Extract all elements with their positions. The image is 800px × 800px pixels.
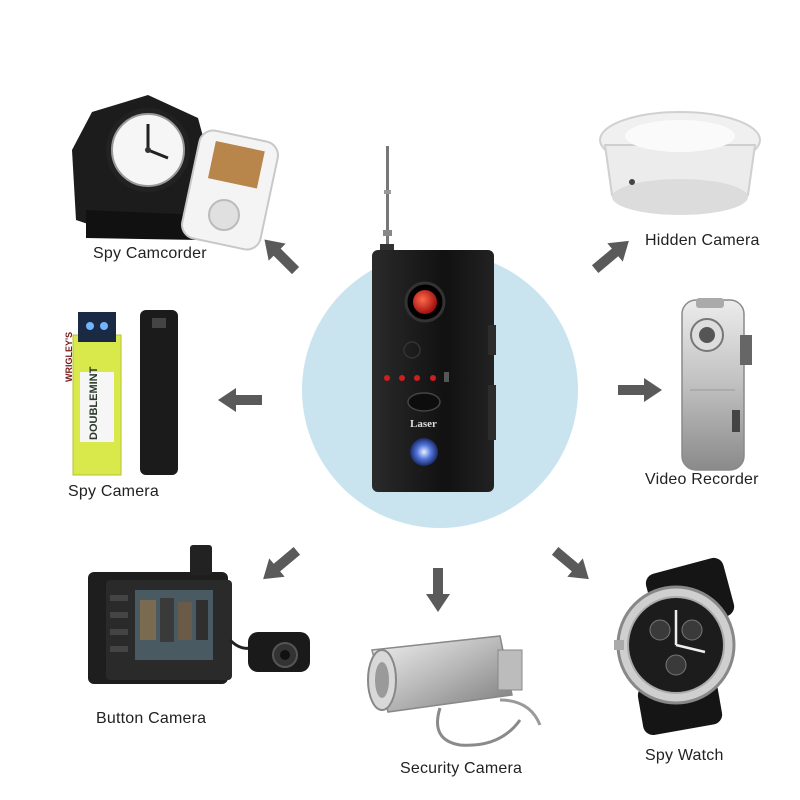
arrow-to-security-camera bbox=[426, 568, 450, 612]
label-security-camera: Security Camera bbox=[400, 760, 523, 777]
spy-camera-image bbox=[72, 310, 178, 476]
security-camera-image bbox=[367, 635, 542, 747]
label-spy-watch: Spy Watch bbox=[645, 747, 724, 764]
label-spy-camera: Spy Camera bbox=[68, 483, 159, 500]
gum-brand: WRIGLEY'S bbox=[64, 331, 74, 382]
arrow-to-button-camera bbox=[255, 541, 305, 589]
arrow-to-video-recorder bbox=[618, 378, 662, 402]
center-detector-group bbox=[302, 146, 578, 528]
arrow-to-hidden-camera bbox=[587, 231, 637, 279]
spy-camcorder-image bbox=[72, 95, 279, 251]
detector-button bbox=[407, 392, 441, 412]
black-spy-device bbox=[140, 310, 178, 475]
label-video-recorder: Video Recorder bbox=[645, 471, 759, 488]
label-spy-camcorder: Spy Camcorder bbox=[93, 245, 207, 262]
arrow-to-spy-camera bbox=[218, 388, 262, 412]
hidden-camera-image bbox=[599, 111, 761, 215]
gum-flavor: DOUBLEMINT bbox=[88, 366, 100, 440]
blue-led bbox=[410, 438, 438, 466]
button-camera-image bbox=[88, 545, 310, 684]
label-hidden-camera: Hidden Camera bbox=[645, 232, 760, 249]
video-recorder-image bbox=[681, 298, 752, 471]
arrow-to-spy-camcorder bbox=[255, 230, 305, 280]
spy-watch-image bbox=[614, 557, 736, 735]
arrow-to-spy-watch bbox=[547, 541, 597, 589]
antenna bbox=[386, 146, 389, 256]
detector-body bbox=[372, 250, 494, 492]
label-button-camera: Button Camera bbox=[96, 710, 207, 727]
laser-label: Laser bbox=[410, 418, 437, 430]
laser-lens bbox=[413, 290, 437, 314]
